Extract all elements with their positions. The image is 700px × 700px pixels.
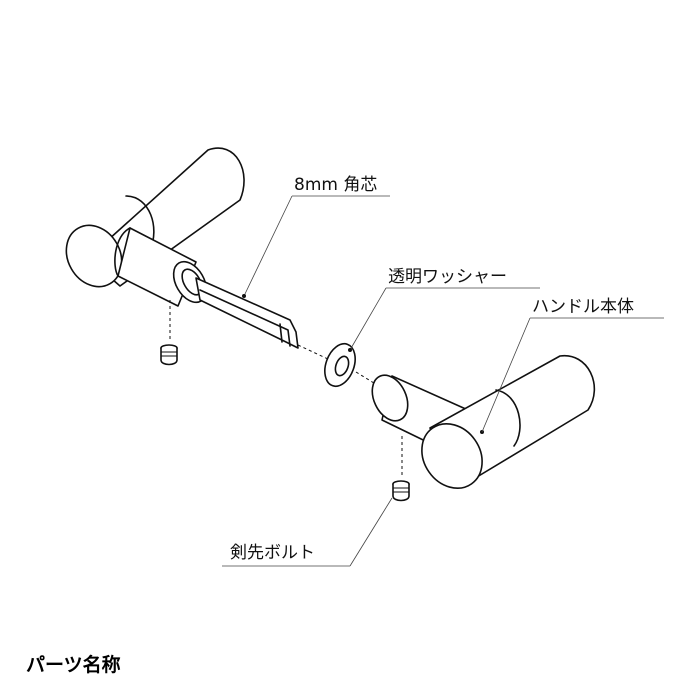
label-set-screw: 剣先ボルト — [230, 543, 315, 563]
leader-lines — [222, 195, 664, 567]
label-washer: 透明ワッシャー — [388, 267, 507, 287]
left-set-screw — [160, 344, 178, 366]
section-title: パーツ名称 — [26, 653, 121, 676]
handle-body — [371, 355, 596, 489]
label-handle-body: ハンドル本体 — [532, 297, 634, 317]
left-handle — [65, 147, 299, 349]
right-set-screw — [392, 480, 410, 502]
square-core-bar — [195, 277, 299, 349]
transparent-washer — [297, 342, 383, 389]
label-square-core: 8mm 角芯 — [294, 175, 377, 195]
